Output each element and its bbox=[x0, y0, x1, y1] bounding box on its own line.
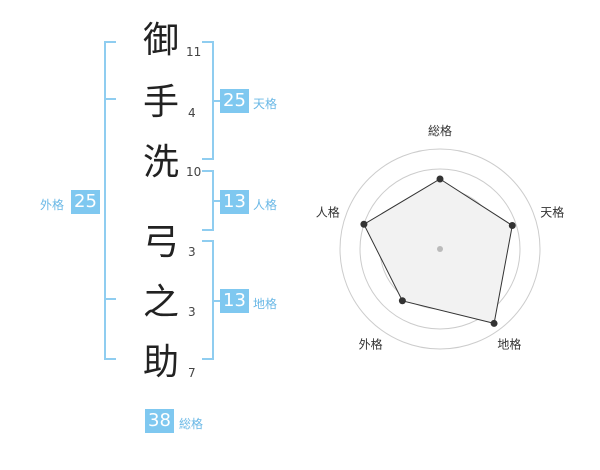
chikaku-bracket-vertical bbox=[212, 240, 214, 359]
soukaku-label: 総格 bbox=[179, 417, 204, 431]
tenkaku-bracket-bottom bbox=[202, 158, 214, 160]
tenkaku-bracket-link bbox=[212, 100, 222, 102]
chikaku-bracket-link bbox=[212, 300, 222, 302]
radar-axis-label-3: 地格 bbox=[497, 337, 521, 352]
gaikaku-bracket-vertical bbox=[104, 41, 106, 359]
jinkaku-label: 人格 bbox=[253, 198, 278, 212]
radar-point-4 bbox=[398, 297, 406, 305]
stroke-count-1: 11 bbox=[186, 45, 202, 59]
soukaku-value-badge: 38 bbox=[145, 409, 174, 433]
chikaku-bracket-top bbox=[202, 240, 214, 242]
name-char-1: 御 bbox=[142, 20, 179, 61]
tenkaku-bracket-top bbox=[202, 41, 214, 43]
jinkaku-value-badge: 13 bbox=[220, 190, 249, 214]
gaikaku-bracket-top bbox=[104, 41, 116, 43]
gaikaku-value-badge: 25 bbox=[71, 190, 100, 214]
radar-grid-ring bbox=[359, 168, 521, 330]
name-char-4: 弓 bbox=[142, 222, 179, 263]
stroke-count-2: 4 bbox=[188, 106, 196, 120]
radar-axis-label-4: 外格 bbox=[359, 337, 383, 352]
gaikaku-bracket-bottom bbox=[104, 358, 116, 360]
stroke-count-3: 10 bbox=[186, 165, 202, 179]
gaikaku-label: 外格 bbox=[40, 198, 65, 212]
gaikaku-bracket-tick-2 bbox=[104, 298, 116, 300]
radar-point-5 bbox=[360, 220, 368, 228]
radar-center-dot bbox=[437, 246, 443, 252]
stroke-count-6: 7 bbox=[188, 366, 196, 380]
gaikaku-bracket-tick-1 bbox=[104, 98, 116, 100]
radar-axis-label-5: 人格 bbox=[316, 205, 340, 220]
radar-point-3 bbox=[490, 319, 498, 327]
chikaku-bracket-bottom bbox=[202, 358, 214, 360]
name-char-5: 之 bbox=[142, 282, 179, 323]
jinkaku-bracket-link bbox=[212, 200, 222, 202]
tenkaku-label: 天格 bbox=[253, 97, 278, 111]
radar-point-2 bbox=[508, 222, 516, 230]
stroke-count-4: 3 bbox=[188, 245, 196, 259]
jinkaku-bracket-top bbox=[202, 170, 214, 172]
jinkaku-bracket-bottom bbox=[202, 229, 214, 231]
radar-grid-ring bbox=[339, 148, 541, 350]
radar-point-1 bbox=[436, 175, 444, 183]
radar-axis-label-1: 総格 bbox=[428, 123, 452, 138]
name-char-3: 洗 bbox=[142, 142, 179, 183]
name-char-6: 助 bbox=[142, 342, 179, 383]
radar-data-points bbox=[360, 175, 516, 327]
tenkaku-value-badge: 25 bbox=[220, 89, 249, 113]
chikaku-label: 地格 bbox=[253, 297, 278, 311]
name-char-2: 手 bbox=[142, 82, 179, 123]
radar-axis-label-2: 天格 bbox=[540, 205, 564, 220]
stroke-count-5: 3 bbox=[188, 305, 196, 319]
chikaku-value-badge: 13 bbox=[220, 289, 249, 313]
